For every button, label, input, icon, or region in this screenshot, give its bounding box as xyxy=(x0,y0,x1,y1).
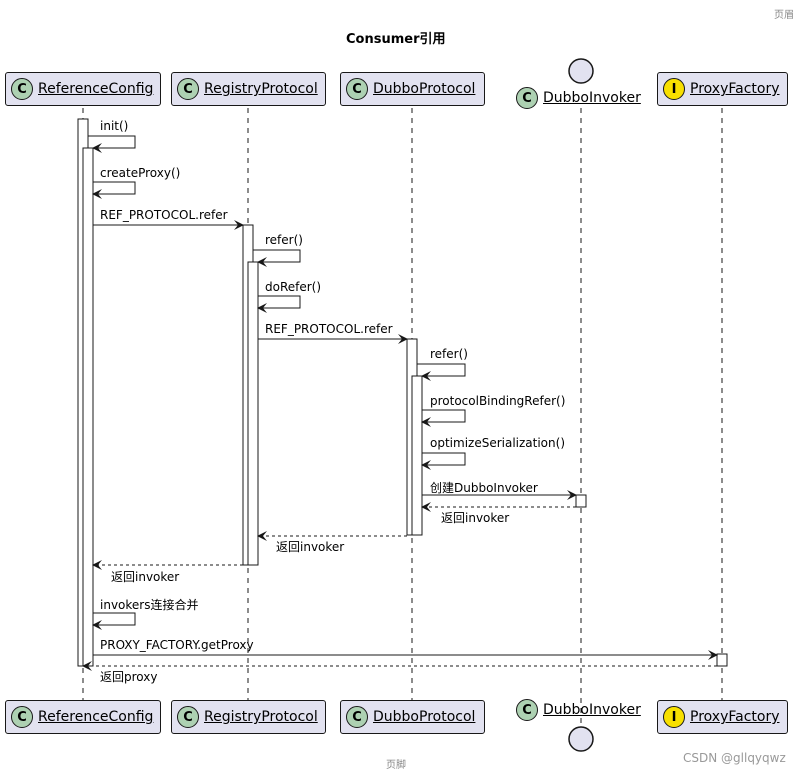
msg-createproxy xyxy=(92,181,136,199)
interface-badge-icon: I xyxy=(663,706,685,728)
class-badge-icon: C xyxy=(516,699,538,721)
msg-label-createproxy: createProxy() xyxy=(100,166,181,180)
msg-label-ref-protocol-refer-2: REF_PROTOCOL.refer xyxy=(265,322,393,336)
msg-init xyxy=(88,135,136,153)
msg-label-getproxy: PROXY_FACTORY.getProxy xyxy=(100,638,254,652)
msg-optimizeserialization xyxy=(421,452,466,470)
participant-registryprotocol-top: C RegistryProtocol xyxy=(171,72,326,106)
participant-name: ReferenceConfig xyxy=(38,709,154,725)
msg-invokers-merge xyxy=(92,612,136,630)
participant-name: RegistryProtocol xyxy=(204,709,318,725)
participant-name: DubboProtocol xyxy=(373,81,476,97)
participant-name: RegistryProtocol xyxy=(204,81,318,97)
watermark: CSDN @gllqyqwz xyxy=(683,751,786,765)
participant-proxyfactory-top: I ProxyFactory xyxy=(657,72,788,106)
msg-label-return-invoker-1: 返回invoker xyxy=(441,511,510,525)
msg-dorefer xyxy=(257,295,301,313)
activation-dubboprotocol-2 xyxy=(411,375,423,536)
interface-badge-icon: I xyxy=(663,78,685,100)
activation-referenceconfig-2 xyxy=(82,147,94,667)
class-badge-icon: C xyxy=(177,78,199,100)
msg-refer-registry xyxy=(253,249,301,267)
activation-registryprotocol-2 xyxy=(247,261,259,566)
msg-label-return-invoker-2: 返回invoker xyxy=(276,540,345,554)
page-header: 页眉 xyxy=(774,10,794,21)
participant-name: ReferenceConfig xyxy=(38,81,154,97)
participant-dubboinvoker-top: C DubboInvoker xyxy=(516,87,641,109)
dubboinvoker-entity-circle-bottom xyxy=(568,726,594,752)
activation-dubboinvoker xyxy=(575,494,587,508)
dubboinvoker-entity-circle-top xyxy=(568,58,594,84)
msg-label-optimizeserialization: optimizeSerialization() xyxy=(430,436,565,450)
msg-label-return-proxy: 返回proxy xyxy=(100,670,158,684)
participant-dubboinvoker-bottom: C DubboInvoker xyxy=(516,699,641,721)
participant-dubboprotocol-bottom: C DubboProtocol xyxy=(340,700,485,734)
participant-name: ProxyFactory xyxy=(690,81,780,97)
msg-label-init: init() xyxy=(100,119,129,133)
participant-dubboprotocol-top: C DubboProtocol xyxy=(340,72,485,106)
msg-label-ref-protocol-refer-1: REF_PROTOCOL.refer xyxy=(100,208,228,222)
participant-referenceconfig-bottom: C ReferenceConfig xyxy=(5,700,161,734)
msg-label-return-invoker-3: 返回invoker xyxy=(111,570,180,584)
msg-protocolbindingrefer xyxy=(421,409,466,427)
class-badge-icon: C xyxy=(11,706,33,728)
class-badge-icon: C xyxy=(516,87,538,109)
participant-referenceconfig-top: C ReferenceConfig xyxy=(5,72,161,106)
participant-proxyfactory-bottom: I ProxyFactory xyxy=(657,700,788,734)
msg-label-refer-registry: refer() xyxy=(265,233,303,247)
participant-name: DubboProtocol xyxy=(373,709,476,725)
msg-label-protocolbindingrefer: protocolBindingRefer() xyxy=(430,394,566,408)
page-footer: 页脚 xyxy=(386,760,406,771)
msg-label-create-dubboinvoker: 创建DubboInvoker xyxy=(430,481,538,495)
class-badge-icon: C xyxy=(177,706,199,728)
class-badge-icon: C xyxy=(346,78,368,100)
participant-name: ProxyFactory xyxy=(690,709,780,725)
participant-name: DubboInvoker xyxy=(543,90,641,106)
activation-proxyfactory xyxy=(716,653,728,667)
msg-label-dorefer: doRefer() xyxy=(265,280,322,294)
participant-registryprotocol-bottom: C RegistryProtocol xyxy=(171,700,326,734)
msg-label-refer-dubbo: refer() xyxy=(430,347,468,361)
class-badge-icon: C xyxy=(346,706,368,728)
participant-name: DubboInvoker xyxy=(543,702,641,718)
diagram-title: Consumer引用 xyxy=(346,32,446,47)
class-badge-icon: C xyxy=(11,78,33,100)
msg-label-invokers-merge: invokers连接合并 xyxy=(100,598,199,612)
msg-refer-dubbo xyxy=(417,363,466,381)
